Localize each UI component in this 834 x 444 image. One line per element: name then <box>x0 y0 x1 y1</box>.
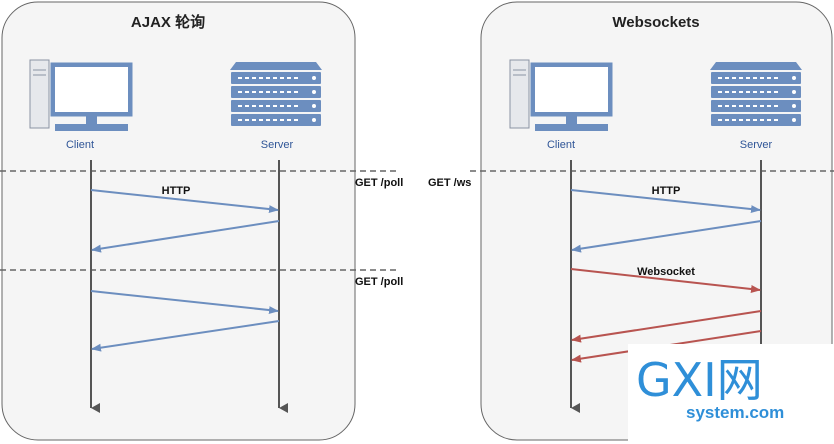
gxi-watermark: GXI网 system.com <box>628 344 834 444</box>
websocket-panel-title: Websockets <box>612 14 699 31</box>
server-rack-icon <box>710 62 802 126</box>
ws-server-label: Server <box>740 139 773 151</box>
client-computer-icon <box>509 59 613 131</box>
ws-http-label: HTTP <box>652 185 681 197</box>
ajax-http-response-arrow <box>91 220 280 253</box>
ajax-poll-request-arrow <box>90 290 279 315</box>
ws-push-arrow-1 <box>571 310 762 343</box>
ajax-client-label: Client <box>66 139 94 151</box>
watermark-brand: GXI网 <box>636 353 763 407</box>
ws-request-label: GET /ws <box>428 177 471 189</box>
ws-http-request-arrow <box>570 189 761 214</box>
poll-request-label-2: GET /poll <box>355 276 403 288</box>
ajax-poll-response-arrow <box>91 320 280 352</box>
ajax-http-label: HTTP <box>162 185 191 197</box>
ajax-http-request-arrow <box>90 189 279 214</box>
client-computer-icon <box>29 59 133 131</box>
watermark-domain: system.com <box>686 403 784 422</box>
server-rack-icon <box>230 62 322 126</box>
ajax-server-label: Server <box>261 139 294 151</box>
ws-upgrade-arrow <box>570 268 761 293</box>
ajax-panel-title: AJAX 轮询 <box>131 13 205 31</box>
ws-client-label: Client <box>547 139 575 151</box>
ws-http-response-arrow <box>571 220 762 253</box>
poll-request-label-1: GET /poll <box>355 177 403 189</box>
ws-websocket-label: Websocket <box>637 266 695 278</box>
